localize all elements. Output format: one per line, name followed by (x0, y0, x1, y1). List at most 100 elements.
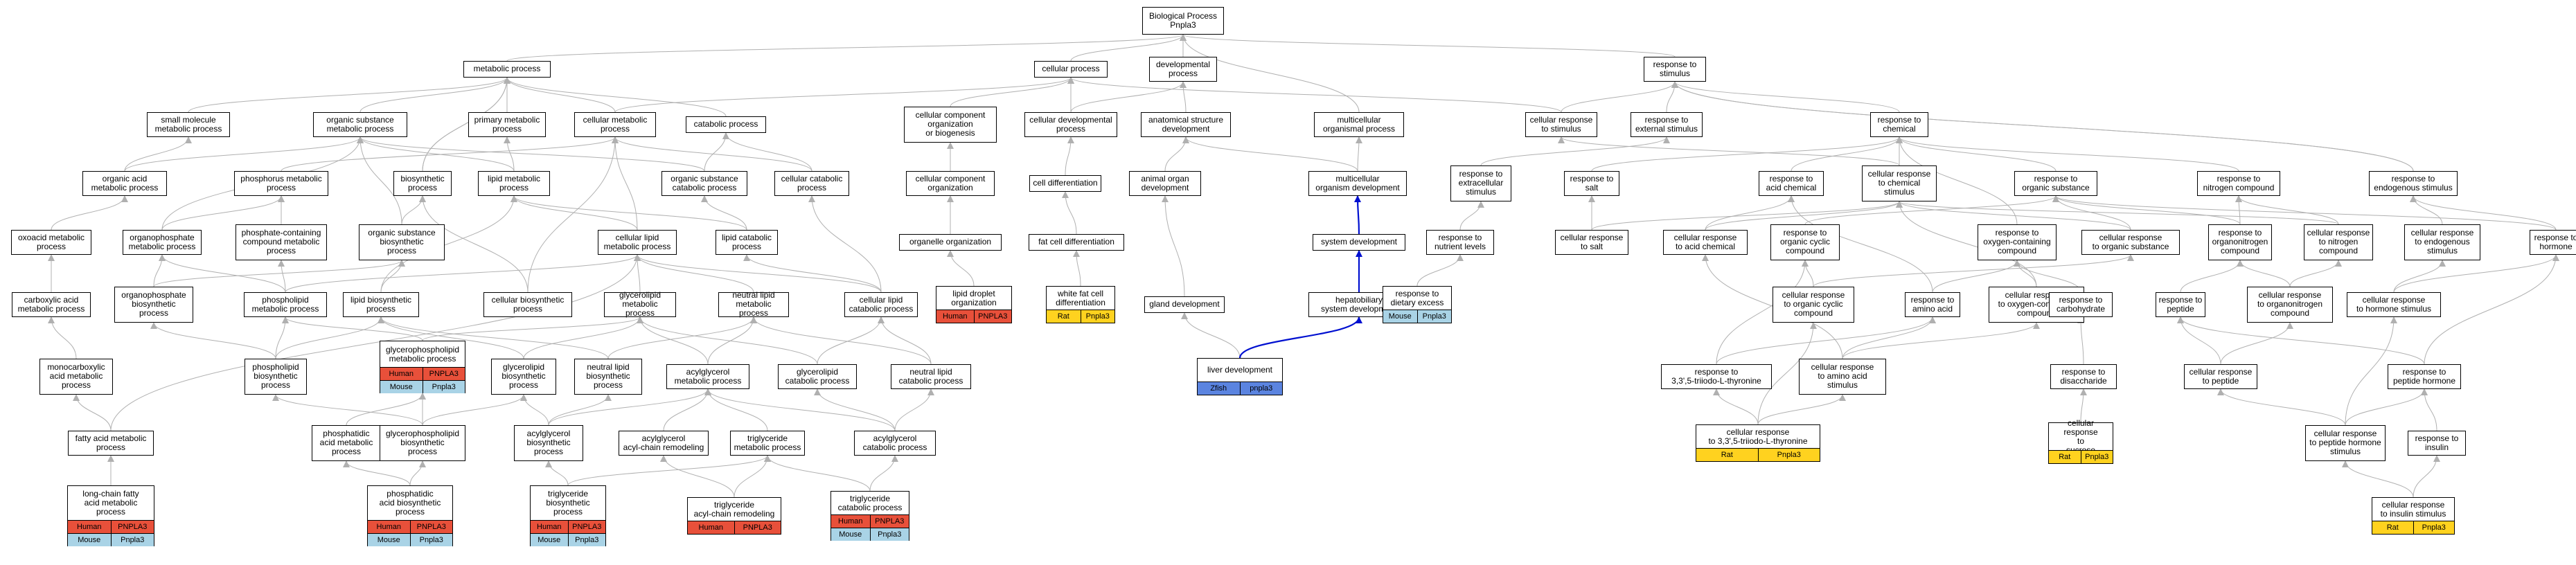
go-term-node-root[interactable]: Biological Process Pnpla3 (1142, 7, 1224, 35)
go-term-node-cell-diff[interactable]: cell differentiation (1029, 175, 1101, 192)
go-term-node-resp-peptide[interactable]: response to peptide (2156, 292, 2205, 317)
go-term-node-multicell-dev[interactable]: multicellular organism development (1308, 171, 1407, 196)
go-term-node-cell-catabolic[interactable]: cellular catabolic process (774, 171, 849, 196)
go-term-node-monocarboxylic-met[interactable]: monocarboxylic acid metabolic process (39, 359, 113, 395)
go-term-node-cell-resp-peptide-hormone[interactable]: cellular response to peptide hormone sti… (2305, 425, 2386, 461)
go-term-node-phosphorus-met[interactable]: phosphorus metabolic process (234, 171, 328, 196)
go-term-node-resp-amino[interactable]: response to amino acid (1905, 292, 1960, 317)
go-term-node-acylglycerol-remodeling[interactable]: acylglycerol acyl-chain remodeling (619, 431, 709, 456)
go-term-node-organic-substance-met[interactable]: organic substance metabolic process (313, 112, 407, 137)
go-term-node-resp-organonitrogen[interactable]: response to organonitrogen compound (2208, 224, 2272, 260)
go-term-node-anat-dev[interactable]: anatomical structure development (1141, 112, 1231, 137)
go-term-node-glycerolipid-met[interactable]: glycerolipid metabolic process (604, 291, 676, 318)
go-term-node-cell-resp-organonitrogen[interactable]: cellular response to organonitrogen comp… (2247, 287, 2333, 323)
go-term-node-resp-nutrient[interactable]: response to nutrient levels (1426, 230, 1494, 255)
go-term-node-cell-lipid-met[interactable]: cellular lipid metabolic process (598, 230, 677, 255)
go-term-node-cell-lipid-catabolic[interactable]: cellular lipid catabolic process (844, 292, 918, 317)
go-term-node-resp-salt[interactable]: response to salt (1564, 171, 1619, 196)
go-term-node-resp-insulin[interactable]: response to insulin (2408, 431, 2466, 456)
go-term-node-animal-organ[interactable]: animal organ development (1129, 171, 1201, 196)
go-term-node-cell-dev[interactable]: cellular developmental process (1024, 112, 1117, 137)
go-term-node-organophosphate-biosyn[interactable]: organophosphate biosynthetic process (114, 287, 193, 323)
go-term-node-cell-resp-amino[interactable]: cellular response to amino acid stimulus (1799, 359, 1886, 395)
go-term-node-glycerolipid-biosyn[interactable]: glycerolipid biosynthetic process (491, 359, 556, 395)
go-term-node-triglyceride-met[interactable]: triglyceride metabolic process (730, 431, 805, 456)
go-term-node-cell-comp-org[interactable]: cellular component organization (906, 171, 995, 196)
go-term-node-cell-resp-stim[interactable]: cellular response to stimulus (1525, 112, 1597, 137)
go-term-node-resp-disaccharide[interactable]: response to disaccharide (2050, 364, 2117, 389)
go-term-node-organic-acid-met[interactable]: organic acid metabolic process (82, 171, 167, 196)
go-term-node-biosynthetic[interactable]: biosynthetic process (393, 171, 452, 196)
go-term-node-small-molecule[interactable]: small molecule metabolic process (147, 112, 230, 137)
go-term-node-cellular[interactable]: cellular process (1034, 61, 1108, 78)
go-term-node-lipid-met[interactable]: lipid metabolic process (478, 171, 550, 196)
go-term-node-cell-resp-hormone[interactable]: cellular response to hormone stimulus (2347, 292, 2441, 317)
go-term-node-resp-chemical[interactable]: response to chemical (1870, 112, 1928, 137)
go-term-node-resp-acid-chem[interactable]: response to acid chemical (1759, 171, 1824, 196)
go-term-node-neutral-lipid-met[interactable]: neutral lipid metabolic process (718, 291, 789, 318)
go-term-node-resp-t3[interactable]: response to 3,3',5-triiodo-L-thyronine (1661, 364, 1772, 389)
go-term-node-multicell[interactable]: multicellular organismal process (1314, 112, 1404, 137)
go-term-node-catabolic[interactable]: catabolic process (686, 116, 766, 133)
go-term-node-organelle-org[interactable]: organelle organization (899, 234, 1002, 251)
go-term-node-org-sub-biosyn[interactable]: organic substance biosynthetic process (359, 224, 445, 260)
go-term-node-resp-carbohydrate[interactable]: response to carbohydrate (2049, 292, 2113, 317)
go-term-node-cellular-met[interactable]: cellular metabolic process (574, 112, 656, 137)
go-term-node-neutral-lipid-biosyn[interactable]: neutral lipid biosynthetic process (574, 359, 642, 395)
go-term-node-cell-resp-org-cyclic[interactable]: cellular response to organic cyclic comp… (1773, 287, 1854, 323)
go-term-node-resp-hormone[interactable]: response to hormone (2530, 230, 2576, 255)
go-term-node-phospholipid-met[interactable]: phospholipid metabolic process (244, 292, 327, 317)
go-term-node-org-sub-catabolic[interactable]: organic substance catabolic process (661, 171, 747, 196)
go-term-node-metabolic[interactable]: metabolic process (463, 61, 551, 78)
go-term-node-cell-resp-peptide[interactable]: cellular response to peptide (2184, 364, 2257, 389)
go-term-node-fat-cell-diff[interactable]: fat cell differentiation (1029, 234, 1124, 251)
go-term-node-resp-peptide-hormone[interactable]: response to peptide hormone (2388, 364, 2461, 389)
go-term-node-cell-resp-chem[interactable]: cellular response to chemical stimulus (1862, 165, 1937, 201)
go-term-node-resp-org-cyclic[interactable]: response to organic cyclic compound (1770, 224, 1840, 260)
go-term-node-lipid-biosyn[interactable]: lipid biosynthetic process (343, 292, 419, 317)
go-term-node-fatty-acid-met[interactable]: fatty acid metabolic process (68, 431, 154, 456)
go-term-node-acylglycerol-catabolic[interactable]: acylglycerol catabolic process (854, 431, 936, 456)
go-term-node-phosphate-cont[interactable]: phosphate-containing compound metabolic … (236, 224, 327, 260)
go-term-node-resp-extracellular[interactable]: response to extracellular stimulus (1450, 165, 1511, 201)
go-term-node-resp-organic-sub[interactable]: response to organic substance (2014, 171, 2097, 196)
go-term-node-cell-resp-t3[interactable]: cellular response to 3,3',5-triiodo-L-th… (1696, 424, 1820, 462)
go-term-node-resp-nitrogen[interactable]: response to nitrogen compound (2197, 171, 2280, 196)
go-term-node-resp-external[interactable]: response to external stimulus (1631, 112, 1703, 137)
go-term-node-response-stimulus[interactable]: response to stimulus (1644, 57, 1706, 82)
go-term-node-cell-resp-org-sub[interactable]: cellular response to organic substance (2081, 230, 2180, 255)
go-term-node-resp-oxygen[interactable]: response to oxygen-containing compound (1978, 224, 2057, 260)
go-term-node-acylglycerol-biosyn[interactable]: acylglycerol biosynthetic process (514, 425, 583, 461)
go-term-node-phospholipid-biosyn[interactable]: phospholipid biosynthetic process (245, 359, 307, 395)
go-term-node-cell-resp-endogenous[interactable]: cellular response to endogenous stimulus (2404, 224, 2480, 260)
go-term-node-oxoacid-met[interactable]: oxoacid metabolic process (11, 230, 91, 255)
go-term-node-system-dev[interactable]: system development (1313, 234, 1405, 251)
go-term-node-cell-resp-acid[interactable]: cellular response to acid chemical (1663, 230, 1748, 255)
go-term-node-ccob[interactable]: cellular component organization or bioge… (904, 107, 997, 143)
go-term-node-resp-endogenous[interactable]: response to endogenous stimulus (2369, 171, 2458, 196)
go-term-node-organophosphate-met[interactable]: organophosphate metabolic process (123, 230, 202, 255)
go-term-node-acylglycerol-met[interactable]: acylglycerol metabolic process (666, 364, 749, 389)
go-term-node-gland-dev[interactable]: gland development (1144, 296, 1225, 313)
go-term-node-phosphatidic-met[interactable]: phosphatidic acid metabolic process (312, 425, 381, 461)
go-term-node-glycerophospholipid-biosyn[interactable]: glycerophospholipid biosynthetic process (380, 425, 465, 461)
go-term-node-primary-met[interactable]: primary metabolic process (468, 112, 546, 137)
go-term-node-lipid-catabolic[interactable]: lipid catabolic process (716, 230, 778, 255)
go-term-node-developmental[interactable]: developmental process (1149, 57, 1217, 82)
go-term-node-cell-resp-salt[interactable]: cellular response to salt (1555, 230, 1628, 255)
go-term-node-cell-biosyn[interactable]: cellular biosynthetic process (483, 292, 572, 317)
go-term-node-carboxylic-met[interactable]: carboxylic acid metabolic process (12, 292, 91, 317)
go-term-node-neutral-lipid-catabolic[interactable]: neutral lipid catabolic process (891, 364, 971, 389)
